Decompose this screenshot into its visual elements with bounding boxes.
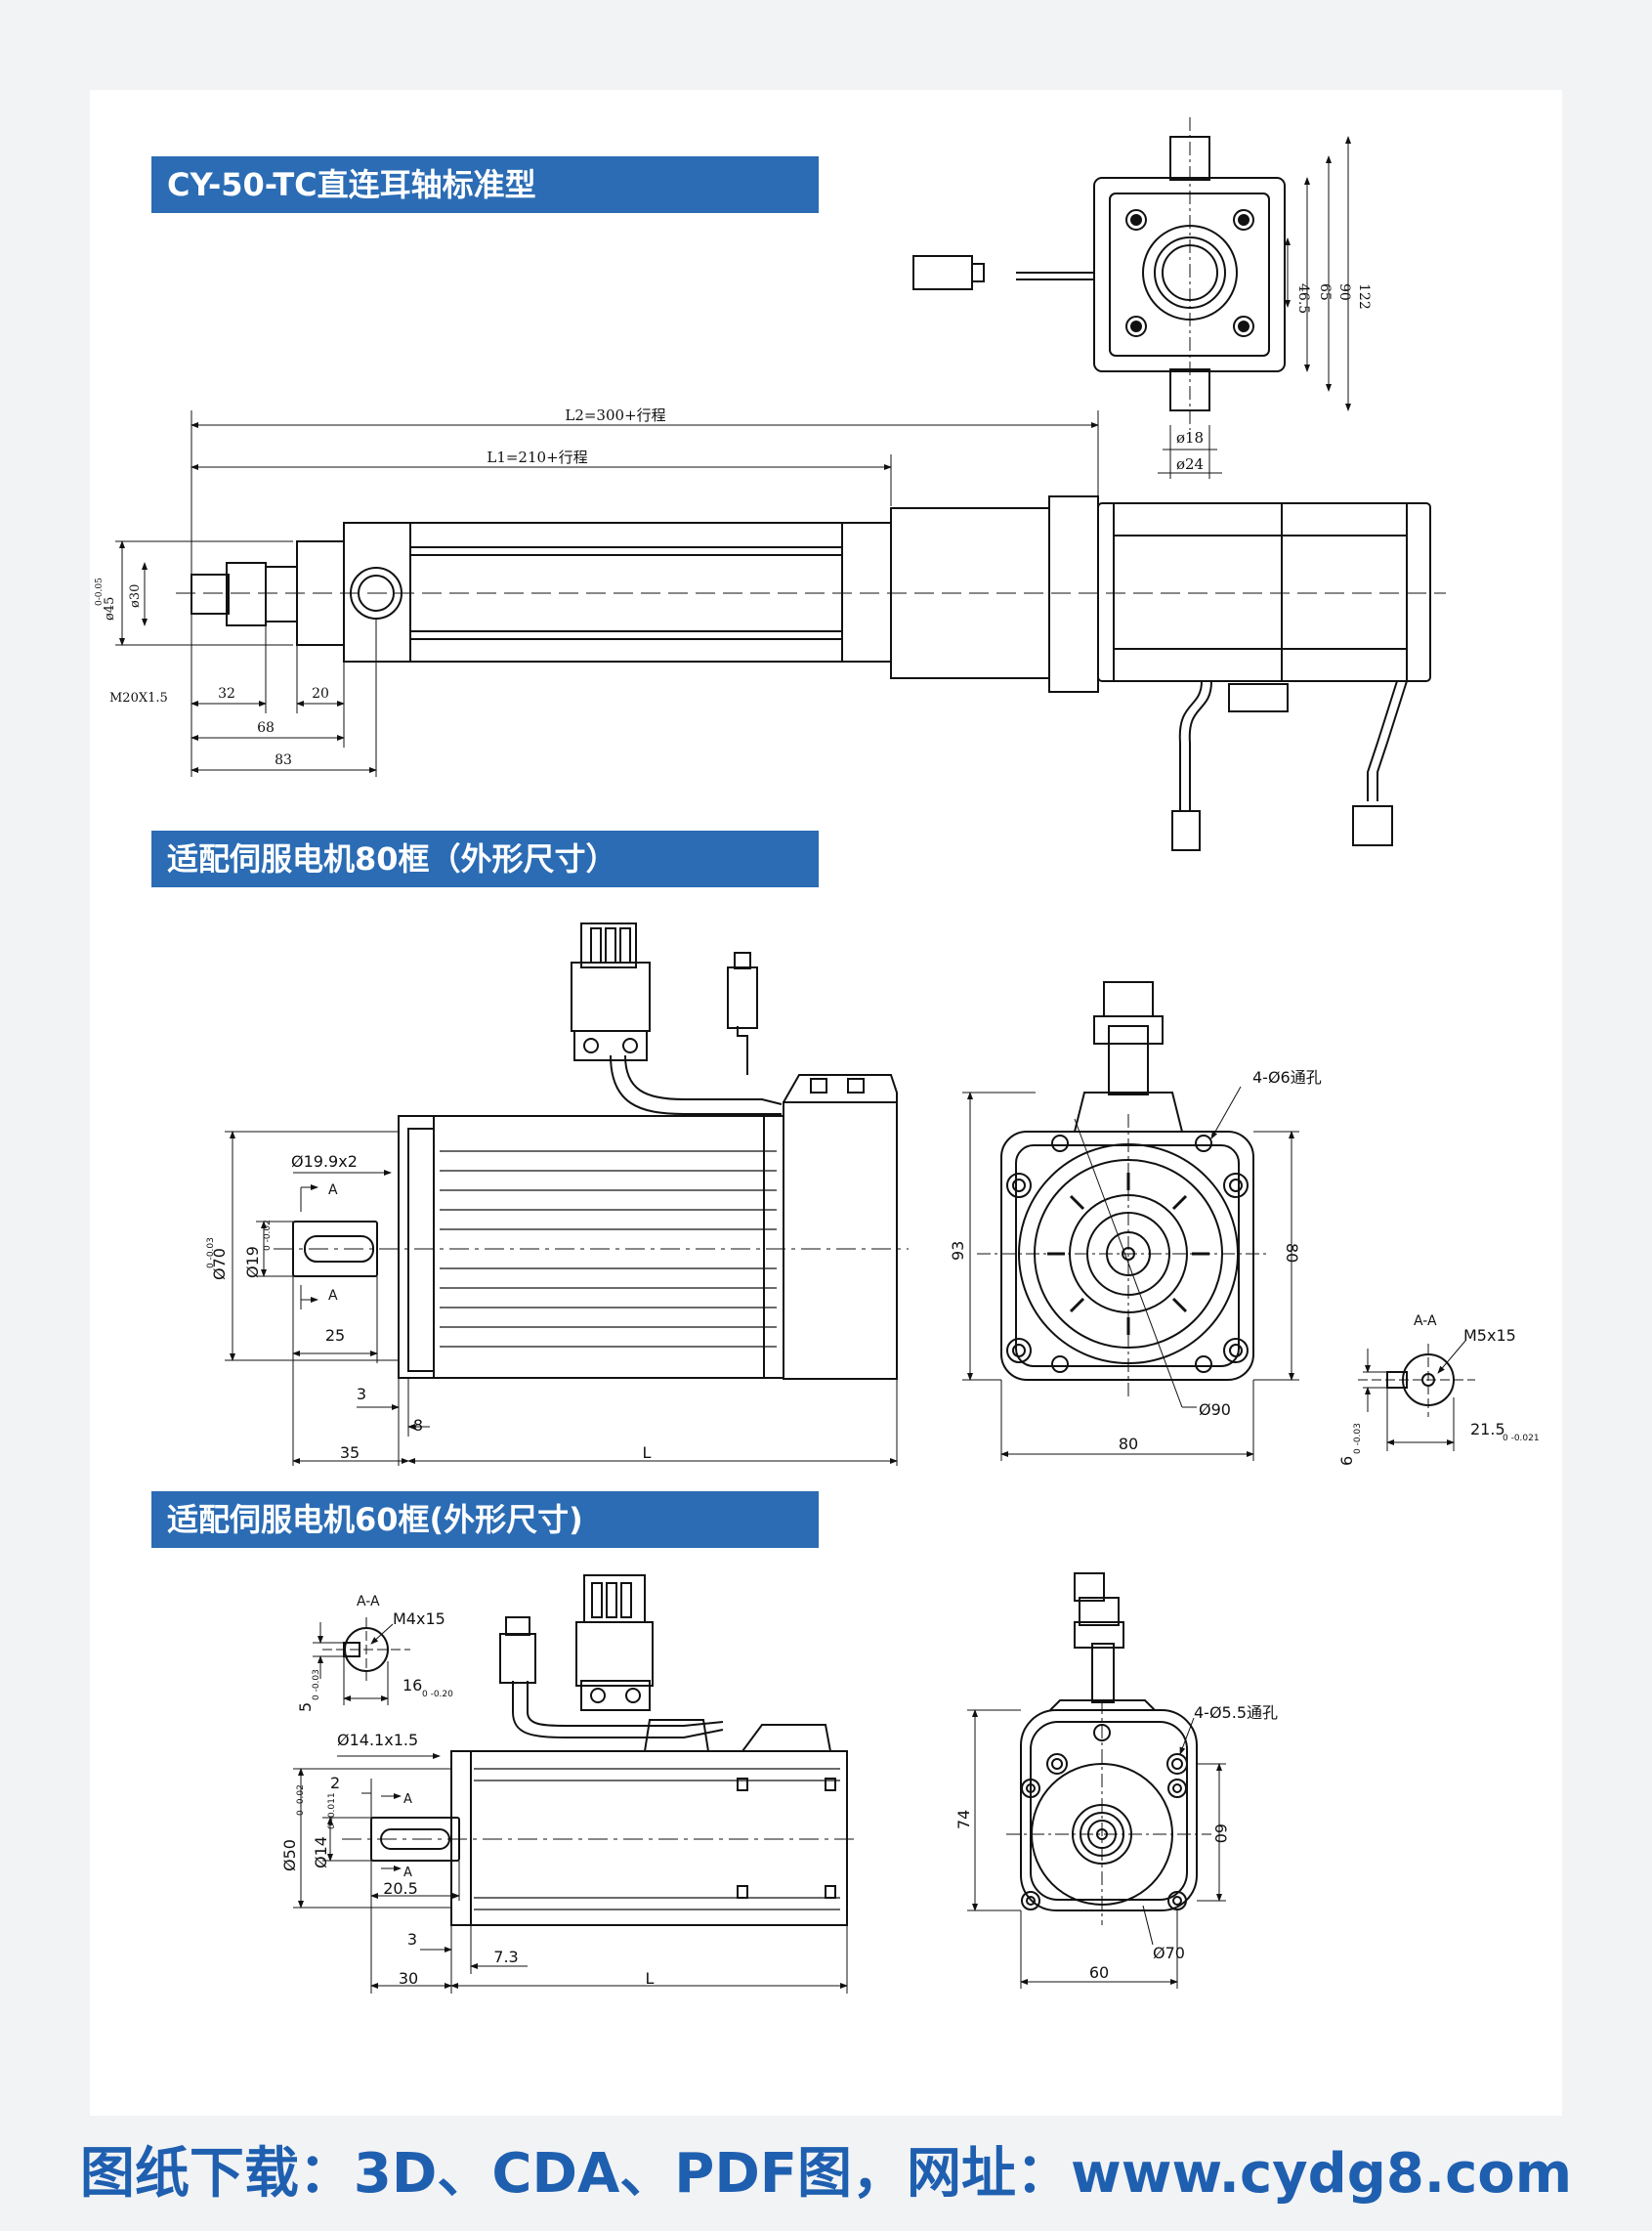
dim60-d50: Ø50 [280,1839,299,1871]
dim60-d14: Ø14 [312,1836,330,1868]
dim60-30: 30 [399,1969,418,1988]
dim80-35: 35 [340,1443,360,1462]
dim60-60-bottom: 60 [1089,1963,1109,1982]
dim80-8: 8 [413,1416,423,1435]
dim-d18: ø18 [1176,429,1204,447]
dim60-d50-tol: 0 -0.02 [296,1784,306,1816]
dim80-25: 25 [325,1326,345,1345]
dim80-d70-tol: 0 -0.03 [206,1237,216,1268]
dim60-L: L [646,1969,655,1988]
dim-83: 83 [275,752,292,768]
dim-68: 68 [257,720,275,736]
actuator-end-view [912,117,1351,479]
dim80-d70: Ø70 [210,1248,229,1280]
dim80-d19: Ø19 [243,1246,262,1278]
dim80-6-tol: 0 -0.03 [1353,1423,1363,1454]
motor80-front-view [962,981,1299,1461]
dim60-shaft-key: Ø14.1x1.5 [337,1731,418,1749]
dim60-74: 74 [954,1810,973,1829]
section-title-actuator: CY-50-TC直连耳轴标准型 [151,156,819,213]
dim80-6: 6 [1337,1456,1356,1466]
dim60-section-a-top: A [403,1792,412,1807]
dim-46-5: 46.5 [1295,283,1311,314]
download-footer: 图纸下载：3D、CDA、PDF图，网址：www.cydg8.com [79,2142,1573,2206]
dim80-21-5: 21.5 [1470,1420,1505,1438]
dim80-section-a-bottom: A [328,1288,338,1304]
dim60-m4: M4x15 [393,1609,445,1628]
dim-L2: L2=300+行程 [565,407,665,424]
dim80-holes: 4-Ø6通孔 [1252,1068,1322,1087]
actuator-side-view [115,410,1446,851]
dim60-aa: A-A [357,1594,380,1609]
motor80-side-view [225,922,909,1466]
dim60-d70: Ø70 [1153,1944,1185,1962]
dim80-d19-tol: 0 -0.02 [263,1220,273,1251]
dim60-16-tol: 0 -0.20 [422,1690,453,1699]
dim60-60-side: 60 [1211,1823,1230,1843]
dim-d45-tolerance: 0-0.05 [95,578,105,606]
dim80-80-bottom: 80 [1119,1435,1138,1453]
dim80-m5: M5x15 [1463,1326,1516,1345]
motor60-side-view [293,1574,860,1994]
section-title-motor60: 适配伺服电机60框(外形尺寸) [151,1491,819,1548]
dim60-section-a-bottom: A [403,1866,412,1880]
dim80-21-5-tol: 0 -0.021 [1503,1434,1540,1443]
dim80-L: L [643,1443,652,1462]
dim-65: 65 [1317,283,1333,301]
dim-d30: ø30 [128,584,143,608]
dim-90: 90 [1336,283,1352,301]
dim-thread: M20X1.5 [109,691,168,706]
dim-d45: ø45 [103,597,117,621]
motor60-section-aa [313,1617,410,1705]
dim60-2: 2 [330,1774,340,1792]
section-title-motor80: 适配伺服电机80框（外形尺寸） [151,831,819,887]
dim60-5: 5 [296,1702,315,1712]
dim60-d14-tol: 0 -0.011 [327,1792,337,1829]
dim60-3: 3 [407,1930,417,1949]
dim80-section-a-top: A [328,1182,338,1198]
dim-L1: L1=210+行程 [487,449,587,466]
dim80-aa: A-A [1414,1313,1437,1329]
dim60-7-3: 7.3 [493,1948,518,1966]
dim60-5-tol: 0 -0.03 [312,1669,321,1700]
motor80-section-aa [1358,1340,1475,1451]
motor60-front-view [967,1572,1226,1989]
dim80-shaft-key: Ø19.9x2 [291,1152,358,1171]
dim-122: 122 [1356,283,1372,310]
dim-20: 20 [312,686,329,702]
dim80-3: 3 [357,1385,366,1403]
dim-32: 32 [218,686,235,702]
dim80-d90: Ø90 [1199,1400,1231,1419]
dim60-20-5: 20.5 [383,1879,418,1898]
dim60-16: 16 [402,1676,422,1695]
dim60-holes: 4-Ø5.5通孔 [1194,1703,1278,1722]
dim-d24: ø24 [1176,455,1204,473]
dim80-93: 93 [949,1241,967,1261]
dim80-80-side: 80 [1283,1243,1301,1263]
